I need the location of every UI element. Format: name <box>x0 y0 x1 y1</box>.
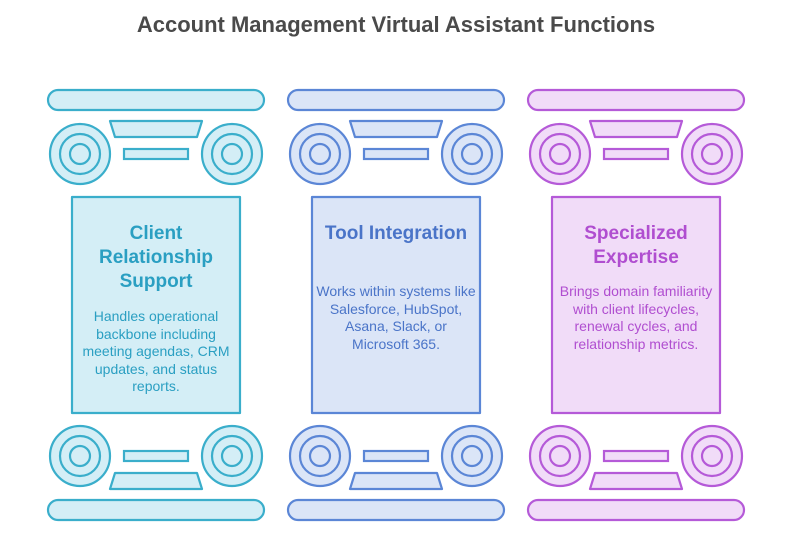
pillar-3-bottom-slab <box>526 498 746 522</box>
pillar-2-top-capital-left-scroll-outer <box>288 122 352 186</box>
pillar-3-description: Brings domain familiarity with client li… <box>559 283 713 352</box>
pillar-2-bottom-capital-right-scroll-outer <box>440 424 504 488</box>
pillar-2-top-capital-bar <box>362 147 430 161</box>
pillar-1-bottom-capital-left-scroll-middle <box>58 434 102 478</box>
pillar-2-bottom-capital-left-scroll-inner <box>308 444 332 468</box>
pillar-1-bottom-capital-right-scroll-middle <box>210 434 254 478</box>
pillar-1-top-slab <box>46 88 266 112</box>
pillar-3-bottom-capital-right-scroll-outer <box>680 424 744 488</box>
pillar-1-bottom-capital-left-scroll-inner <box>68 444 92 468</box>
pillar-2-top-capital-left-scroll-middle <box>298 132 342 176</box>
pillar-3-top-slab <box>526 88 746 112</box>
pillar-1-bottom-capital-bar <box>122 449 190 463</box>
pillar-3-top-capital-left-scroll-inner <box>548 142 572 166</box>
page-title: Account Management Virtual Assistant Fun… <box>136 12 656 37</box>
pillar-2-heading: Tool Integration <box>324 223 468 244</box>
pillar-1-top-capital-right-scroll-middle <box>210 132 254 176</box>
pillar-3-top-capital-left-scroll-middle <box>538 132 582 176</box>
pillar-2-bottom-capital-left-scroll-outer <box>288 424 352 488</box>
pillar-3-top-capital-right-scroll-middle <box>690 132 734 176</box>
pillar-1-bottom-capital-trapezoid <box>108 471 204 491</box>
pillar-1-top-capital-right-scroll-outer <box>200 122 264 186</box>
pillar-2-bottom-capital-right-scroll-inner <box>460 444 484 468</box>
pillar-2-bottom-capital-trapezoid <box>348 471 444 491</box>
pillar-1-description: Handles operational backbone including m… <box>82 308 230 394</box>
pillar-2-top-capital-trapezoid <box>348 119 444 139</box>
pillar-2-top-capital-left-scroll-inner <box>308 142 332 166</box>
pillar-1-top-capital-bar <box>122 147 190 161</box>
pillar-1-top-capital-left-scroll-inner <box>68 142 92 166</box>
pillar-3-top-capital-right-scroll-outer <box>680 122 744 186</box>
pillar-3-bottom-capital-bar <box>602 449 670 463</box>
pillar-2-bottom-capital-bar <box>362 449 430 463</box>
pillar-1-bottom-capital-right-scroll-inner <box>220 444 244 468</box>
pillar-3-top-capital-right-scroll-inner <box>700 142 724 166</box>
pillar-3-bottom-capital-right-scroll-inner <box>700 444 724 468</box>
pillar-2-top-slab <box>286 88 506 112</box>
pillar-3-bottom-capital-right-scroll-middle <box>690 434 734 478</box>
pillar-1-top-capital-left-scroll-middle <box>58 132 102 176</box>
pillar-2-description: Works within systems like Salesforce, Hu… <box>316 283 476 352</box>
pillar-2-bottom-capital-right-scroll-middle <box>450 434 494 478</box>
pillar-2-top-capital-right-scroll-middle <box>450 132 494 176</box>
pillar-1-bottom-capital-right-scroll-outer <box>200 424 264 488</box>
pillar-1-bottom-capital-left-scroll-outer <box>48 424 112 488</box>
pillar-1-bottom-slab <box>46 498 266 522</box>
pillar-1-top-capital-right-scroll-inner <box>220 142 244 166</box>
pillar-3-bottom-capital-left-scroll-inner <box>548 444 572 468</box>
pillar-3-bottom-capital-left-scroll-outer <box>528 424 592 488</box>
pillar-3-top-capital-left-scroll-outer <box>528 122 592 186</box>
pillar-2-top-capital-right-scroll-inner <box>460 142 484 166</box>
pillar-3-heading: Specialized Expertise <box>584 223 688 268</box>
pillar-3-top-capital-bar <box>602 147 670 161</box>
pillar-1-top-capital-left-scroll-outer <box>48 122 112 186</box>
pillar-2-bottom-slab <box>286 498 506 522</box>
pillar-1-top-capital-trapezoid <box>108 119 204 139</box>
pillar-3-bottom-capital-left-scroll-middle <box>538 434 582 478</box>
pillar-2-bottom-capital-left-scroll-middle <box>298 434 342 478</box>
pillar-1-heading: Client Relationship Support <box>98 223 213 292</box>
pillar-3-top-capital-trapezoid <box>588 119 684 139</box>
pillar-3-bottom-capital-trapezoid <box>588 471 684 491</box>
pillar-2-top-capital-right-scroll-outer <box>440 122 504 186</box>
